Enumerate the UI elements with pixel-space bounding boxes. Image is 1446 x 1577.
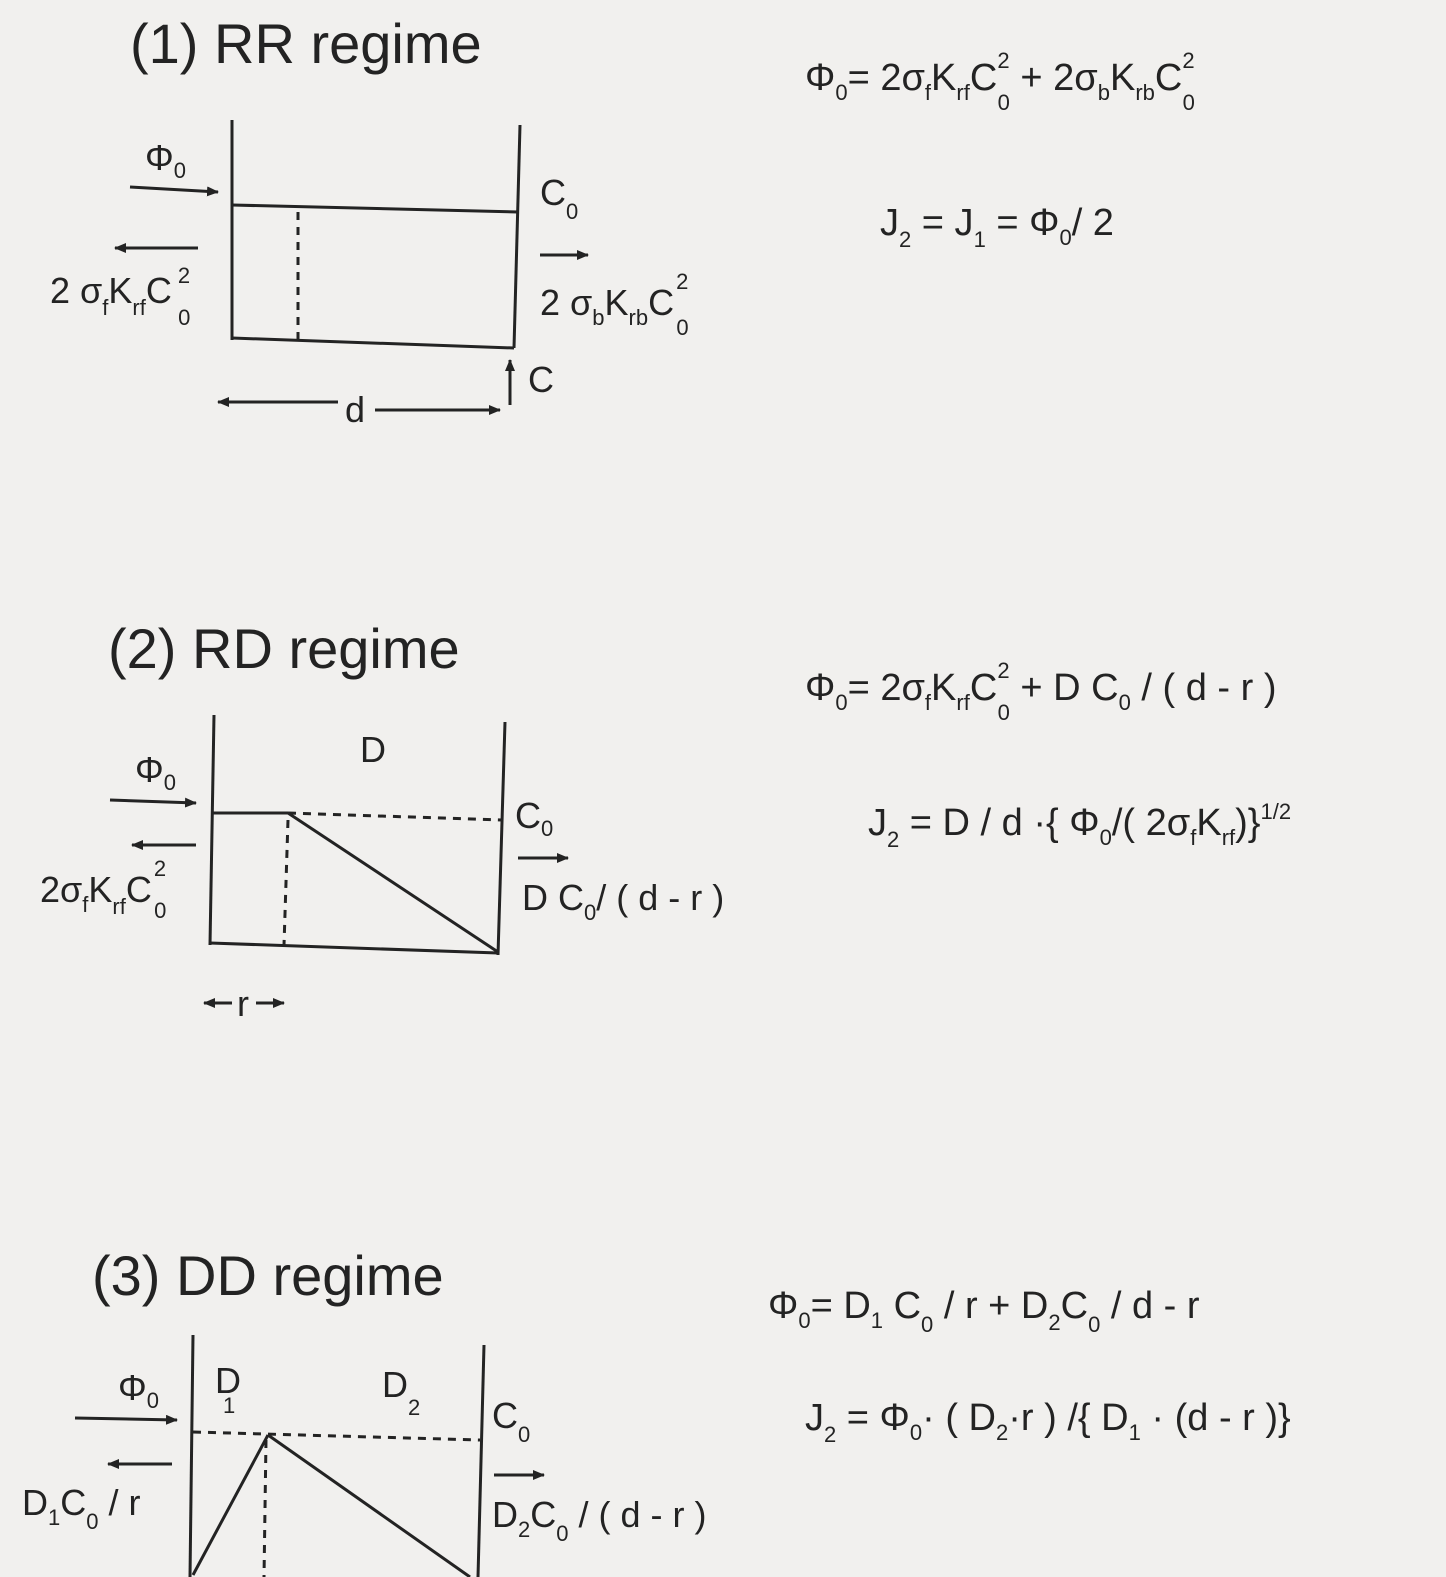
rr-c0-label: C0 bbox=[540, 172, 578, 224]
rr-title: (1) RR regime bbox=[130, 12, 482, 75]
rd-dashed-divider bbox=[282, 819, 290, 946]
dd-diffusion-gradient-1 bbox=[191, 1434, 270, 1576]
rd-diffusion-label: D bbox=[360, 729, 386, 770]
rd-eq-j: J2 = D / d ·{ Φ0/( 2σfKrf)}1/2 bbox=[868, 799, 1291, 852]
dd-regime: (3) DD regime Φ0= D1 C0 / r + D2C0 / d -… bbox=[22, 1244, 1291, 1577]
dd-dashed-divider bbox=[262, 1439, 268, 1577]
rd-incoming-flux-arrow bbox=[109, 797, 197, 808]
dd-front-wall bbox=[188, 1334, 195, 1577]
rd-diffusion-gradient bbox=[287, 811, 499, 954]
rd-r-label: r bbox=[237, 983, 249, 1024]
rd-dashed-c0-level bbox=[287, 811, 503, 822]
dd-incoming-flux-arrow bbox=[74, 1414, 178, 1425]
dd-diffusion-gradient-2 bbox=[267, 1433, 471, 1577]
rr-incoming-flux-arrow bbox=[129, 185, 219, 197]
dd-dashed-c0-level bbox=[192, 1430, 481, 1442]
dd-title: (3) DD regime bbox=[92, 1244, 444, 1307]
rd-front-wall bbox=[208, 714, 216, 946]
rd-title: (2) RD regime bbox=[108, 617, 460, 680]
dd-eq-flux-balance: Φ0= D1 C0 / r + D2C0 / d - r bbox=[768, 1285, 1200, 1337]
dd-forward-flux-label: D2C0 / ( d - r ) bbox=[492, 1494, 707, 1546]
rd-c0-label: C0 bbox=[515, 795, 553, 841]
dd-back-wall bbox=[476, 1344, 486, 1577]
dd-d2-label: D2 bbox=[382, 1364, 420, 1420]
dd-eq-j: J2 = Φ0· ( D2·r ) /{ D1 · (d - r )} bbox=[805, 1397, 1291, 1447]
rd-forward-flux-label: D C0/ ( d - r ) bbox=[522, 877, 724, 925]
dd-c0-label: C0 bbox=[492, 1395, 530, 1447]
rd-back-wall bbox=[496, 721, 507, 956]
rr-phi-label: Φ0 bbox=[145, 137, 186, 183]
rr-base-line bbox=[231, 336, 515, 350]
rd-base-line bbox=[209, 941, 499, 955]
rr-concentration-level bbox=[231, 203, 519, 214]
rr-d-label: d bbox=[345, 389, 365, 430]
rd-phi-label: Φ0 bbox=[135, 749, 176, 795]
rr-eq-j: J2 = J1 = Φ0/ 2 bbox=[880, 202, 1114, 252]
rr-back-wall bbox=[512, 124, 522, 349]
rr-c-label: C bbox=[528, 359, 554, 400]
dd-back-flux-label: D1C0 / r bbox=[22, 1482, 141, 1534]
dd-phi-label: Φ0 bbox=[118, 1367, 159, 1413]
